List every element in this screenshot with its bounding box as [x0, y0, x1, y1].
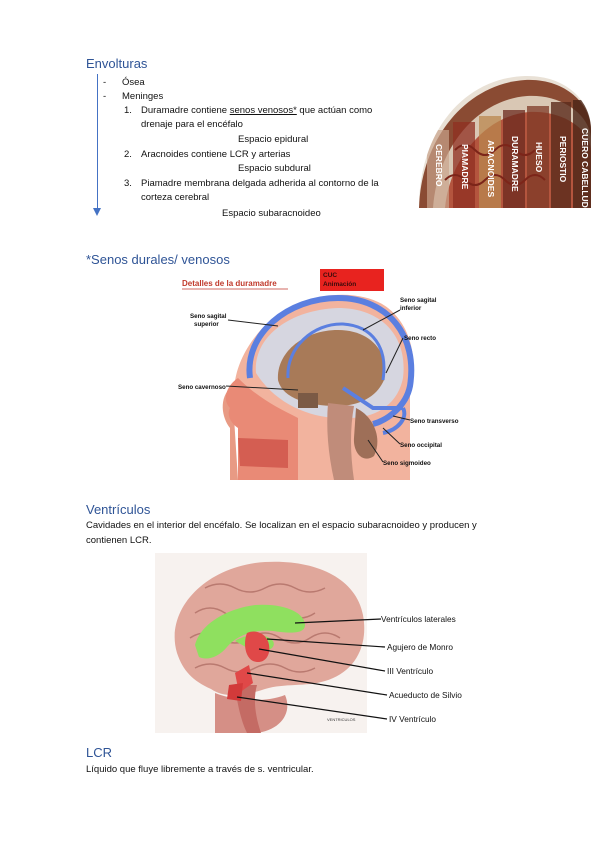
label-ventriculos-laterales: Ventrículos laterales: [381, 614, 456, 624]
label-seno-sagital-superior: superior: [194, 321, 219, 328]
space-label-epidural: Espacio epidural: [238, 134, 309, 145]
list-item-piamadre: Piamadre membrana delgada adherida al co…: [141, 178, 379, 189]
skull-label: DURAMADRE: [510, 136, 520, 192]
list-item-text: Duramadre contiene: [141, 105, 230, 116]
label-agujero-monro: Agujero de Monro: [387, 642, 453, 652]
list-item-text: que actúan como: [296, 105, 373, 116]
bullet-dash: -: [103, 91, 107, 102]
down-arrow-icon: [93, 208, 101, 216]
label-seno-cavernoso: Seno cavernoso: [178, 384, 226, 391]
ventricles-image: Ventrículos laterales Agujero de Monro I…: [155, 553, 480, 733]
ventriculos-text: Cavidades en el interior del encéfalo. S…: [86, 520, 477, 531]
badge-text: Animación: [323, 281, 356, 288]
label-seno-sigmoideo: Seno sigmoideo: [383, 460, 431, 467]
bullet-osea: Ósea: [122, 77, 145, 88]
cuc-badge: [320, 269, 384, 291]
skull-label: CUERO CABELLUDO: [580, 128, 590, 208]
bullet-meninges: Meninges: [122, 91, 164, 102]
label-seno-sagital-inferior: inferior: [400, 305, 422, 312]
list-item-aracnoides: Aracnoides contiene LCR y arterias: [141, 149, 291, 160]
ventriculos-text: contienen LCR.: [86, 535, 152, 546]
label-seno-recto: Seno recto: [404, 335, 436, 342]
skull-label: PIAMADRE: [460, 144, 470, 190]
list-item-continuation: drenaje para el encéfalo: [141, 119, 243, 130]
list-item-continuation: corteza cerebral: [141, 192, 210, 203]
label-acueducto-silvio: Acueducto de Silvio: [389, 690, 462, 700]
meninges-layers-image: CUERO CABELLUDO PERIOSTIO HUESO DURAMADR…: [419, 75, 591, 208]
label-seno-transverso: Seno transverso: [410, 418, 459, 425]
list-number: 2.: [124, 149, 132, 160]
section-title-lcr: LCR: [86, 745, 113, 760]
senos-venosos-link: senos venosos*: [229, 105, 297, 116]
skull-label: CEREBRO: [434, 144, 444, 187]
skull-label: ARACNOIDES: [486, 140, 496, 197]
image-caption: VENTRICULOS: [327, 717, 356, 722]
label-seno-occipital: Seno occipital: [400, 442, 442, 449]
section-title-senos: *Senos durales/ venosos: [86, 252, 230, 267]
space-label-subaracnoideo: Espacio subaracnoideo: [222, 208, 321, 219]
dura-mater-sinuses-image: CUC Animación Detalles de la duramadre S…: [178, 268, 466, 480]
section-title-ventriculos: Ventrículos: [86, 502, 151, 517]
skull-label: HUESO: [534, 142, 544, 173]
figure-title: Detalles de la duramadre: [182, 279, 277, 288]
label-seno-sagital-superior: Seno sagital: [190, 313, 227, 320]
down-arrow-line: [97, 74, 98, 214]
list-number: 3.: [124, 178, 132, 189]
skull-label: PERIOSTIO: [558, 136, 568, 183]
badge-text: CUC: [323, 272, 337, 279]
label-iv-ventriculo: IV Ventrículo: [389, 714, 436, 724]
lcr-text: Líquido que fluye libremente a través de…: [86, 764, 314, 775]
label-seno-sagital-inferior: Seno sagital: [400, 297, 437, 304]
section-title-envolturas: Envolturas: [86, 56, 148, 71]
space-label-subdural: Espacio subdural: [238, 163, 311, 174]
list-number: 1.: [124, 105, 132, 116]
label-iii-ventriculo: III Ventrículo: [387, 666, 434, 676]
bullet-dash: -: [103, 77, 107, 88]
list-item-duramadre: Duramadre contiene senos venosos* que ac…: [141, 104, 372, 118]
